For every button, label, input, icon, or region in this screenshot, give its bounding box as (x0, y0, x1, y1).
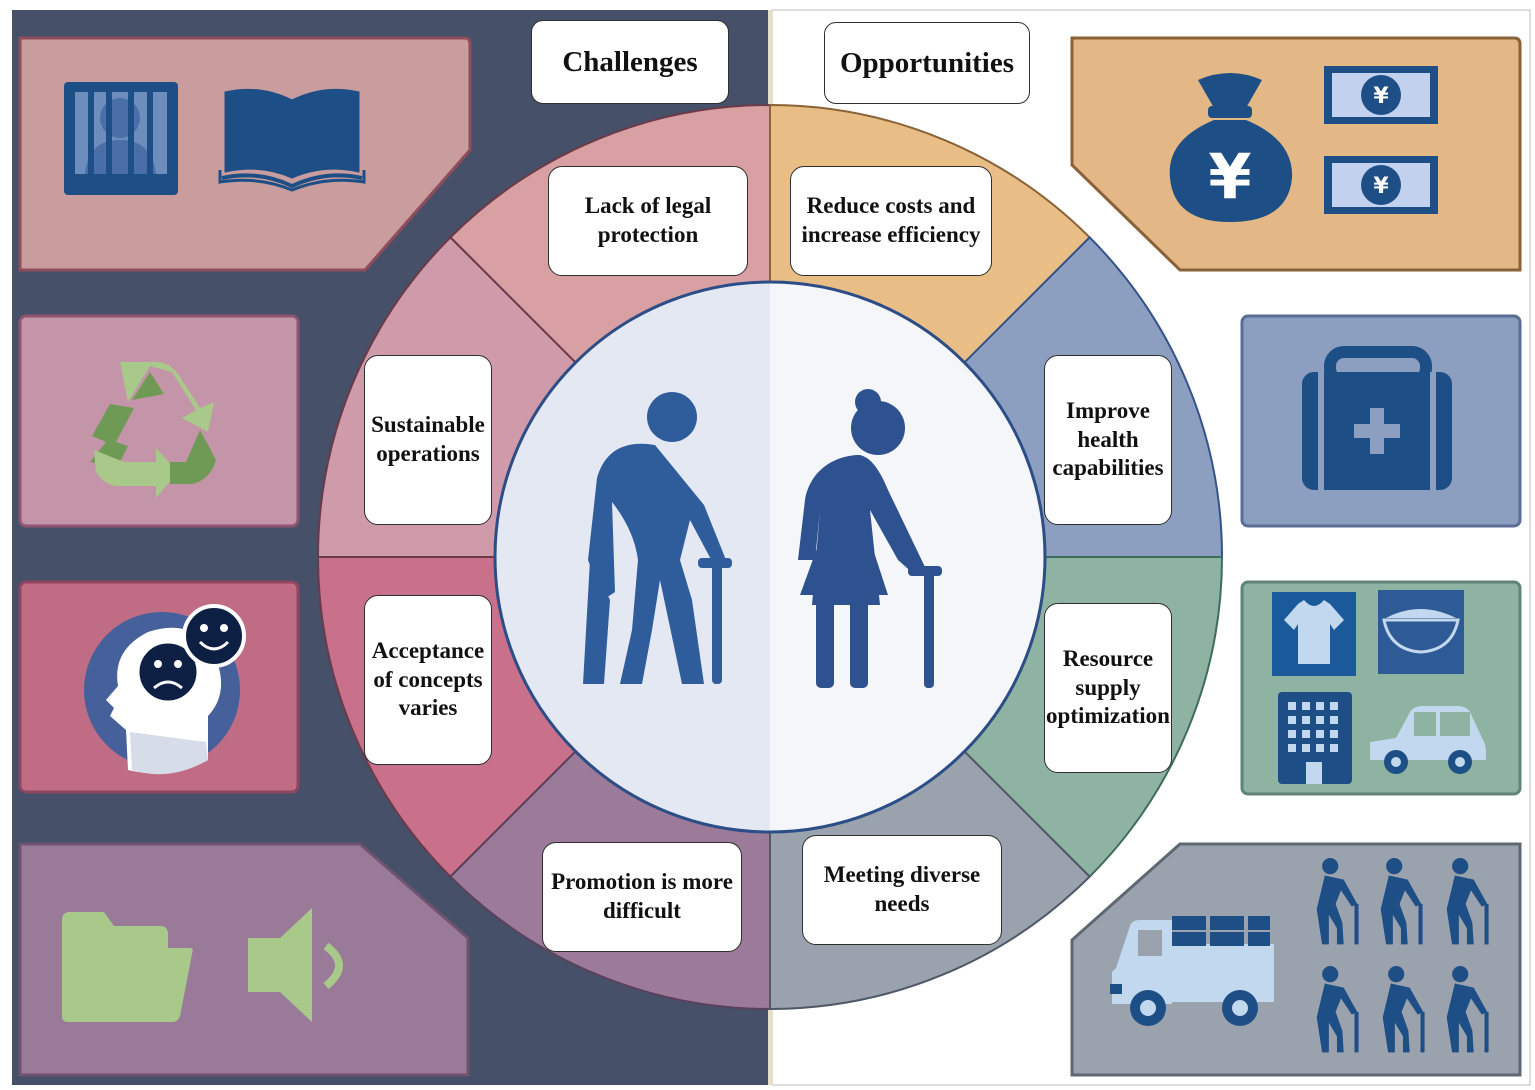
challenge-label-legal: Lack of legal protection (548, 166, 748, 276)
svg-text:¥: ¥ (1208, 140, 1251, 213)
prisoner-behind-bars-icon (64, 82, 178, 195)
svg-text:¥: ¥ (1373, 84, 1389, 109)
center-circle-outline (493, 280, 1047, 834)
money-bag-icon: ¥ (1169, 73, 1293, 222)
banknote-icon: ¥ ¥ (1324, 66, 1438, 214)
center-circle-left (495, 282, 770, 832)
svg-text:¥: ¥ (1373, 174, 1389, 199)
challenge-label-promotion: Promotion is more difficult (542, 842, 742, 952)
challenges-header: Challenges (531, 20, 729, 104)
opportunity-label-diverse-needs: Meeting diverse needs (802, 835, 1002, 945)
challenge-label-sustainable: Sustainable operations (364, 355, 492, 525)
head-with-emotions-icon (84, 604, 246, 775)
building-icon (1278, 692, 1352, 784)
speaker-icon (248, 908, 343, 1022)
opportunity-label-improve-health: Improve health capabilities (1044, 355, 1172, 525)
medical-kit-icon (1302, 346, 1452, 490)
sustainable-panel (18, 314, 300, 528)
diverse-needs-panel (1070, 842, 1522, 1077)
delivery-truck-icon (1110, 916, 1274, 1026)
tshirt-icon (1272, 592, 1356, 676)
opportunity-label-resource-supply: Resource supply optimization (1044, 603, 1172, 773)
bowl-icon (1378, 590, 1464, 674)
opportunity-label-reduce-costs: Reduce costs and increase efficiency (790, 166, 992, 276)
challenge-label-acceptance: Acceptance of concepts varies (364, 595, 492, 765)
opportunities-header: Opportunities (824, 22, 1030, 104)
open-book-icon (218, 88, 366, 192)
folder-icon (62, 912, 193, 1022)
recycle-icon (90, 361, 216, 498)
car-icon (1370, 706, 1486, 774)
